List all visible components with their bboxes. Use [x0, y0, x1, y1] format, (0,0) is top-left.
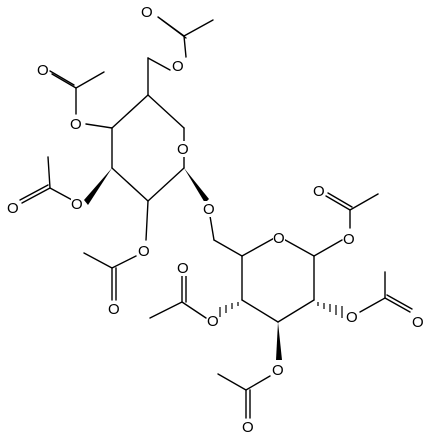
- lower-ring: [241, 235, 315, 323]
- atom-o-lower-c4-ester: O: [207, 313, 219, 330]
- atom-o-lower-c2-ester: O: [346, 309, 358, 326]
- atom-o-upper-ring: O: [177, 141, 189, 158]
- atom-o-lower-c1-carbonyl: O: [313, 183, 325, 200]
- upper-c3-acetate: [19, 156, 112, 205]
- atom-o-lower-c1-ester: O: [343, 231, 355, 248]
- lower-c4-acetate: [149, 271, 239, 319]
- oxygen-labels: O O O O O O O O O O O O O: [7, 4, 424, 436]
- lower-c1-acetate: [313, 192, 379, 257]
- glycosidic-link: [184, 168, 243, 257]
- atom-o-upper-c3-ester: O: [71, 196, 83, 213]
- atom-o-upper-c2-carbonyl: O: [108, 301, 120, 318]
- atom-o-upper-c6-carbonyl: O: [141, 4, 153, 21]
- atom-o-lower-ring: O: [273, 230, 285, 247]
- atom-o-upper-c6-ester: O: [172, 58, 184, 75]
- atom-o-lower-c3-ester: O: [272, 362, 284, 379]
- lower-c3-acetate: [217, 322, 282, 419]
- atom-o-upper-c2-ester: O: [138, 243, 150, 260]
- atom-o-upper-c4-carbonyl: O: [37, 62, 49, 79]
- atom-o-upper-c3-carbonyl: O: [7, 200, 19, 217]
- atom-o-lower-c3-carbonyl: O: [242, 419, 254, 436]
- upper-c4-acetate: [49, 70, 113, 129]
- lower-c2-acetate: [317, 271, 413, 318]
- upper-ring: [111, 94, 185, 202]
- atom-o-upper-c4-ester: O: [70, 116, 82, 133]
- atom-o-glycosidic: O: [203, 201, 215, 218]
- atom-o-lower-c4-carbonyl: O: [177, 260, 189, 277]
- upper-c6-acetate: [147, 16, 214, 96]
- atom-o-lower-c2-carbonyl: O: [412, 314, 424, 331]
- upper-c2-acetate: [83, 200, 149, 301]
